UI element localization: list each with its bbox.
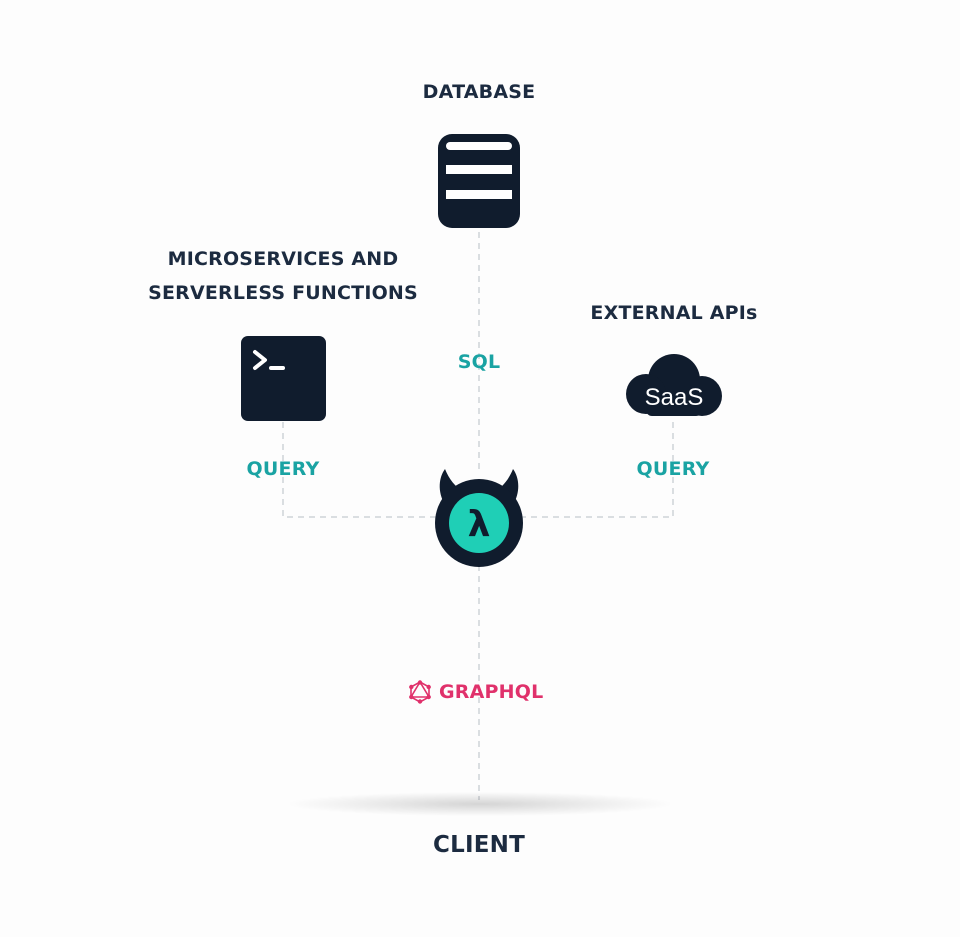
database-icon	[438, 134, 520, 228]
external-apis-label: EXTERNAL APIs	[590, 302, 758, 324]
hasura-lambda-glyph: λ	[468, 504, 491, 545]
saas-text: SaaS	[644, 384, 704, 411]
cloud-shape	[626, 354, 722, 416]
hasura-logo-icon: λ	[435, 469, 523, 567]
cloud-icon: SaaS	[624, 352, 724, 422]
microservices-connector	[282, 422, 440, 518]
client-floor-shadow	[290, 792, 670, 816]
query-right-edge-label: QUERY	[636, 458, 710, 480]
microservices-label-line2: SERVERLESS FUNCTIONS	[148, 282, 418, 304]
microservices-label-line1: MICROSERVICES AND	[167, 248, 399, 270]
terminal-icon	[241, 336, 326, 421]
graphql-edge-label: GRAPHQL	[408, 680, 543, 704]
client-label: CLIENT	[433, 832, 525, 858]
query-left-edge-label: QUERY	[246, 458, 320, 480]
graphql-label-text: GRAPHQL	[439, 681, 544, 703]
sql-edge-label: SQL	[457, 351, 501, 373]
graphql-icon	[409, 680, 431, 704]
microservices-label: MICROSERVICES AND SERVERLESS FUNCTIONS	[148, 242, 418, 310]
database-label: DATABASE	[422, 81, 536, 103]
